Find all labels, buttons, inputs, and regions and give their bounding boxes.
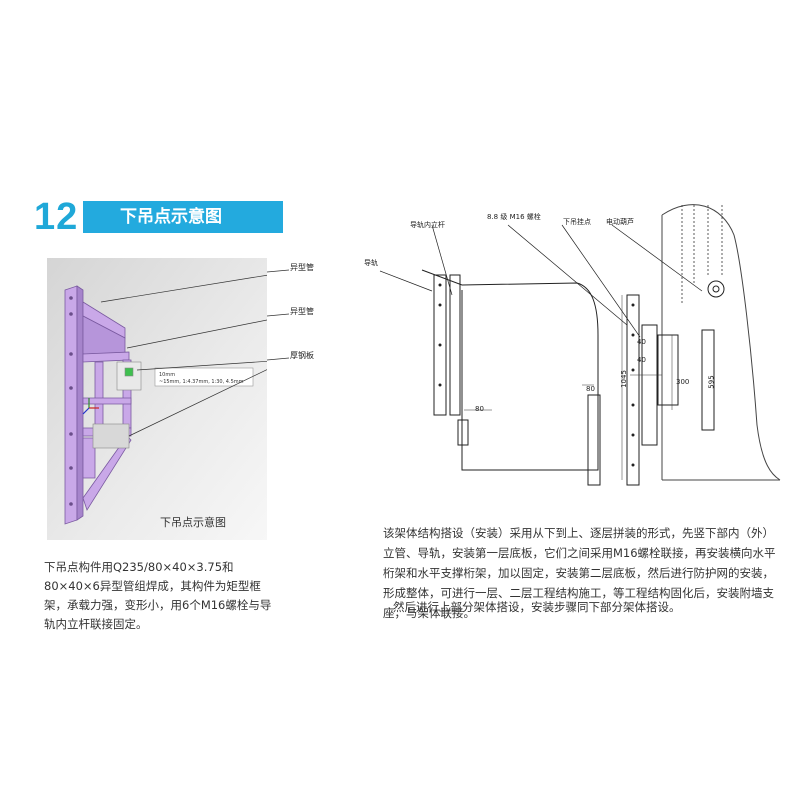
dimension-value: 80 (586, 385, 595, 393)
dimension-value: 40 (637, 338, 646, 346)
section-title: 下吊点示意图 (120, 207, 222, 227)
left-paragraph: 下吊点构件用Q235/80×40×3.75和80×40×6异型管组焊成，其构件为… (44, 560, 272, 631)
callout-leaders (100, 274, 267, 437)
callout-label: 厚钢板 (290, 351, 314, 360)
drawing-label: 导轨 (364, 259, 378, 267)
callout-leader-extension (267, 269, 290, 361)
callout-label: 异型管 (290, 307, 314, 316)
technical-drawing (379, 204, 781, 486)
dimension-value: 300 (676, 378, 690, 386)
section-title-bar (83, 201, 283, 233)
right-paragraph-1: 该架体结构搭设（安装）采用从下到上、逐层拼装的形式，先竖下部内（外）立管、导轨，… (383, 526, 776, 620)
dimension-value: 80 (475, 405, 484, 413)
callout-label: 异型管 (290, 263, 314, 272)
drawing-label: 电动葫芦 (606, 218, 634, 226)
dimension-lines (464, 295, 673, 480)
dimension-value: 40 (637, 356, 646, 364)
dimension-box: 10mm ~15mm, 1:4.37mm, 1:30, 4.5mm (154, 367, 254, 387)
axis-triad (82, 398, 99, 415)
render-caption: 下吊点示意图 (160, 516, 226, 529)
right-paragraph-2: 然后进行上部分架体搭设，安装步骤同下部分架体搭设。 (393, 600, 681, 614)
steel-plates (92, 361, 142, 449)
dimension-text-1: 10mm (159, 372, 175, 378)
dimension-value: 595 (707, 375, 716, 389)
bolt-holes (69, 296, 73, 506)
render-figure: 10mm ~15mm, 1:4.37mm, 1:30, 4.5mm (47, 258, 267, 540)
drawing-label: 导轨内立杆 (410, 221, 445, 229)
hoist-chains (681, 205, 723, 305)
drawing-label: 下吊挂点 (563, 218, 591, 226)
dimension-text-2: ~15mm, 1:4.37mm, 1:30, 4.5mm (159, 379, 244, 385)
drawing-bolts (438, 283, 635, 467)
drawing-label: 8.8 级 M16 螺栓 (487, 213, 541, 221)
dimension-value: 1045 (619, 370, 628, 388)
section-number: 12 (34, 196, 79, 238)
label-leaders (379, 224, 703, 338)
